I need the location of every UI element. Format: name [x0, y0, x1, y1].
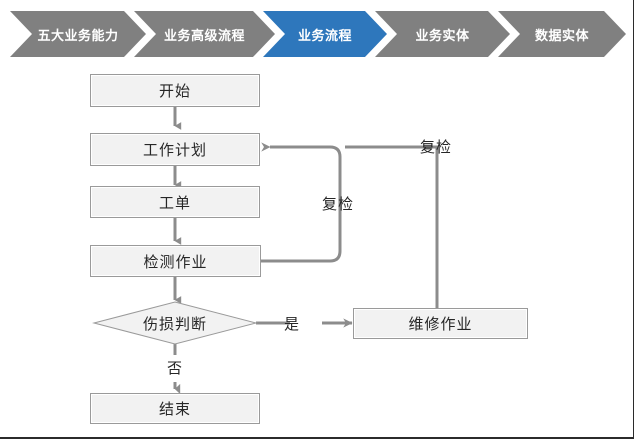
- node-workplan[interactable]: 工作计划: [90, 133, 260, 166]
- node-inspection[interactable]: 检测作业: [90, 245, 261, 277]
- node-end[interactable]: 结束: [90, 393, 260, 424]
- node-inspection-label: 检测作业: [143, 252, 208, 271]
- edge-label-no: 否: [166, 358, 183, 377]
- node-repair[interactable]: 维修作业: [353, 308, 528, 339]
- node-end-label: 结束: [158, 400, 191, 418]
- node-workplan-label: 工作计划: [142, 141, 207, 159]
- edge-repair-to-workplan-recheck: [345, 145, 439, 311]
- node-start[interactable]: 开始: [90, 74, 260, 107]
- edge-label-recheck-outer: 复检: [419, 137, 452, 156]
- node-workorder-label: 工单: [158, 193, 191, 212]
- node-workorder[interactable]: 工单: [90, 186, 260, 218]
- node-judge-shape: [92, 301, 258, 345]
- edge-inspection-to-workplan-recheck: [261, 142, 342, 263]
- node-start-label: 开始: [158, 82, 191, 100]
- edge-label-yes: 是: [283, 314, 300, 333]
- edge-label-recheck-inner: 复检: [321, 194, 354, 213]
- node-repair-label: 维修作业: [408, 315, 473, 333]
